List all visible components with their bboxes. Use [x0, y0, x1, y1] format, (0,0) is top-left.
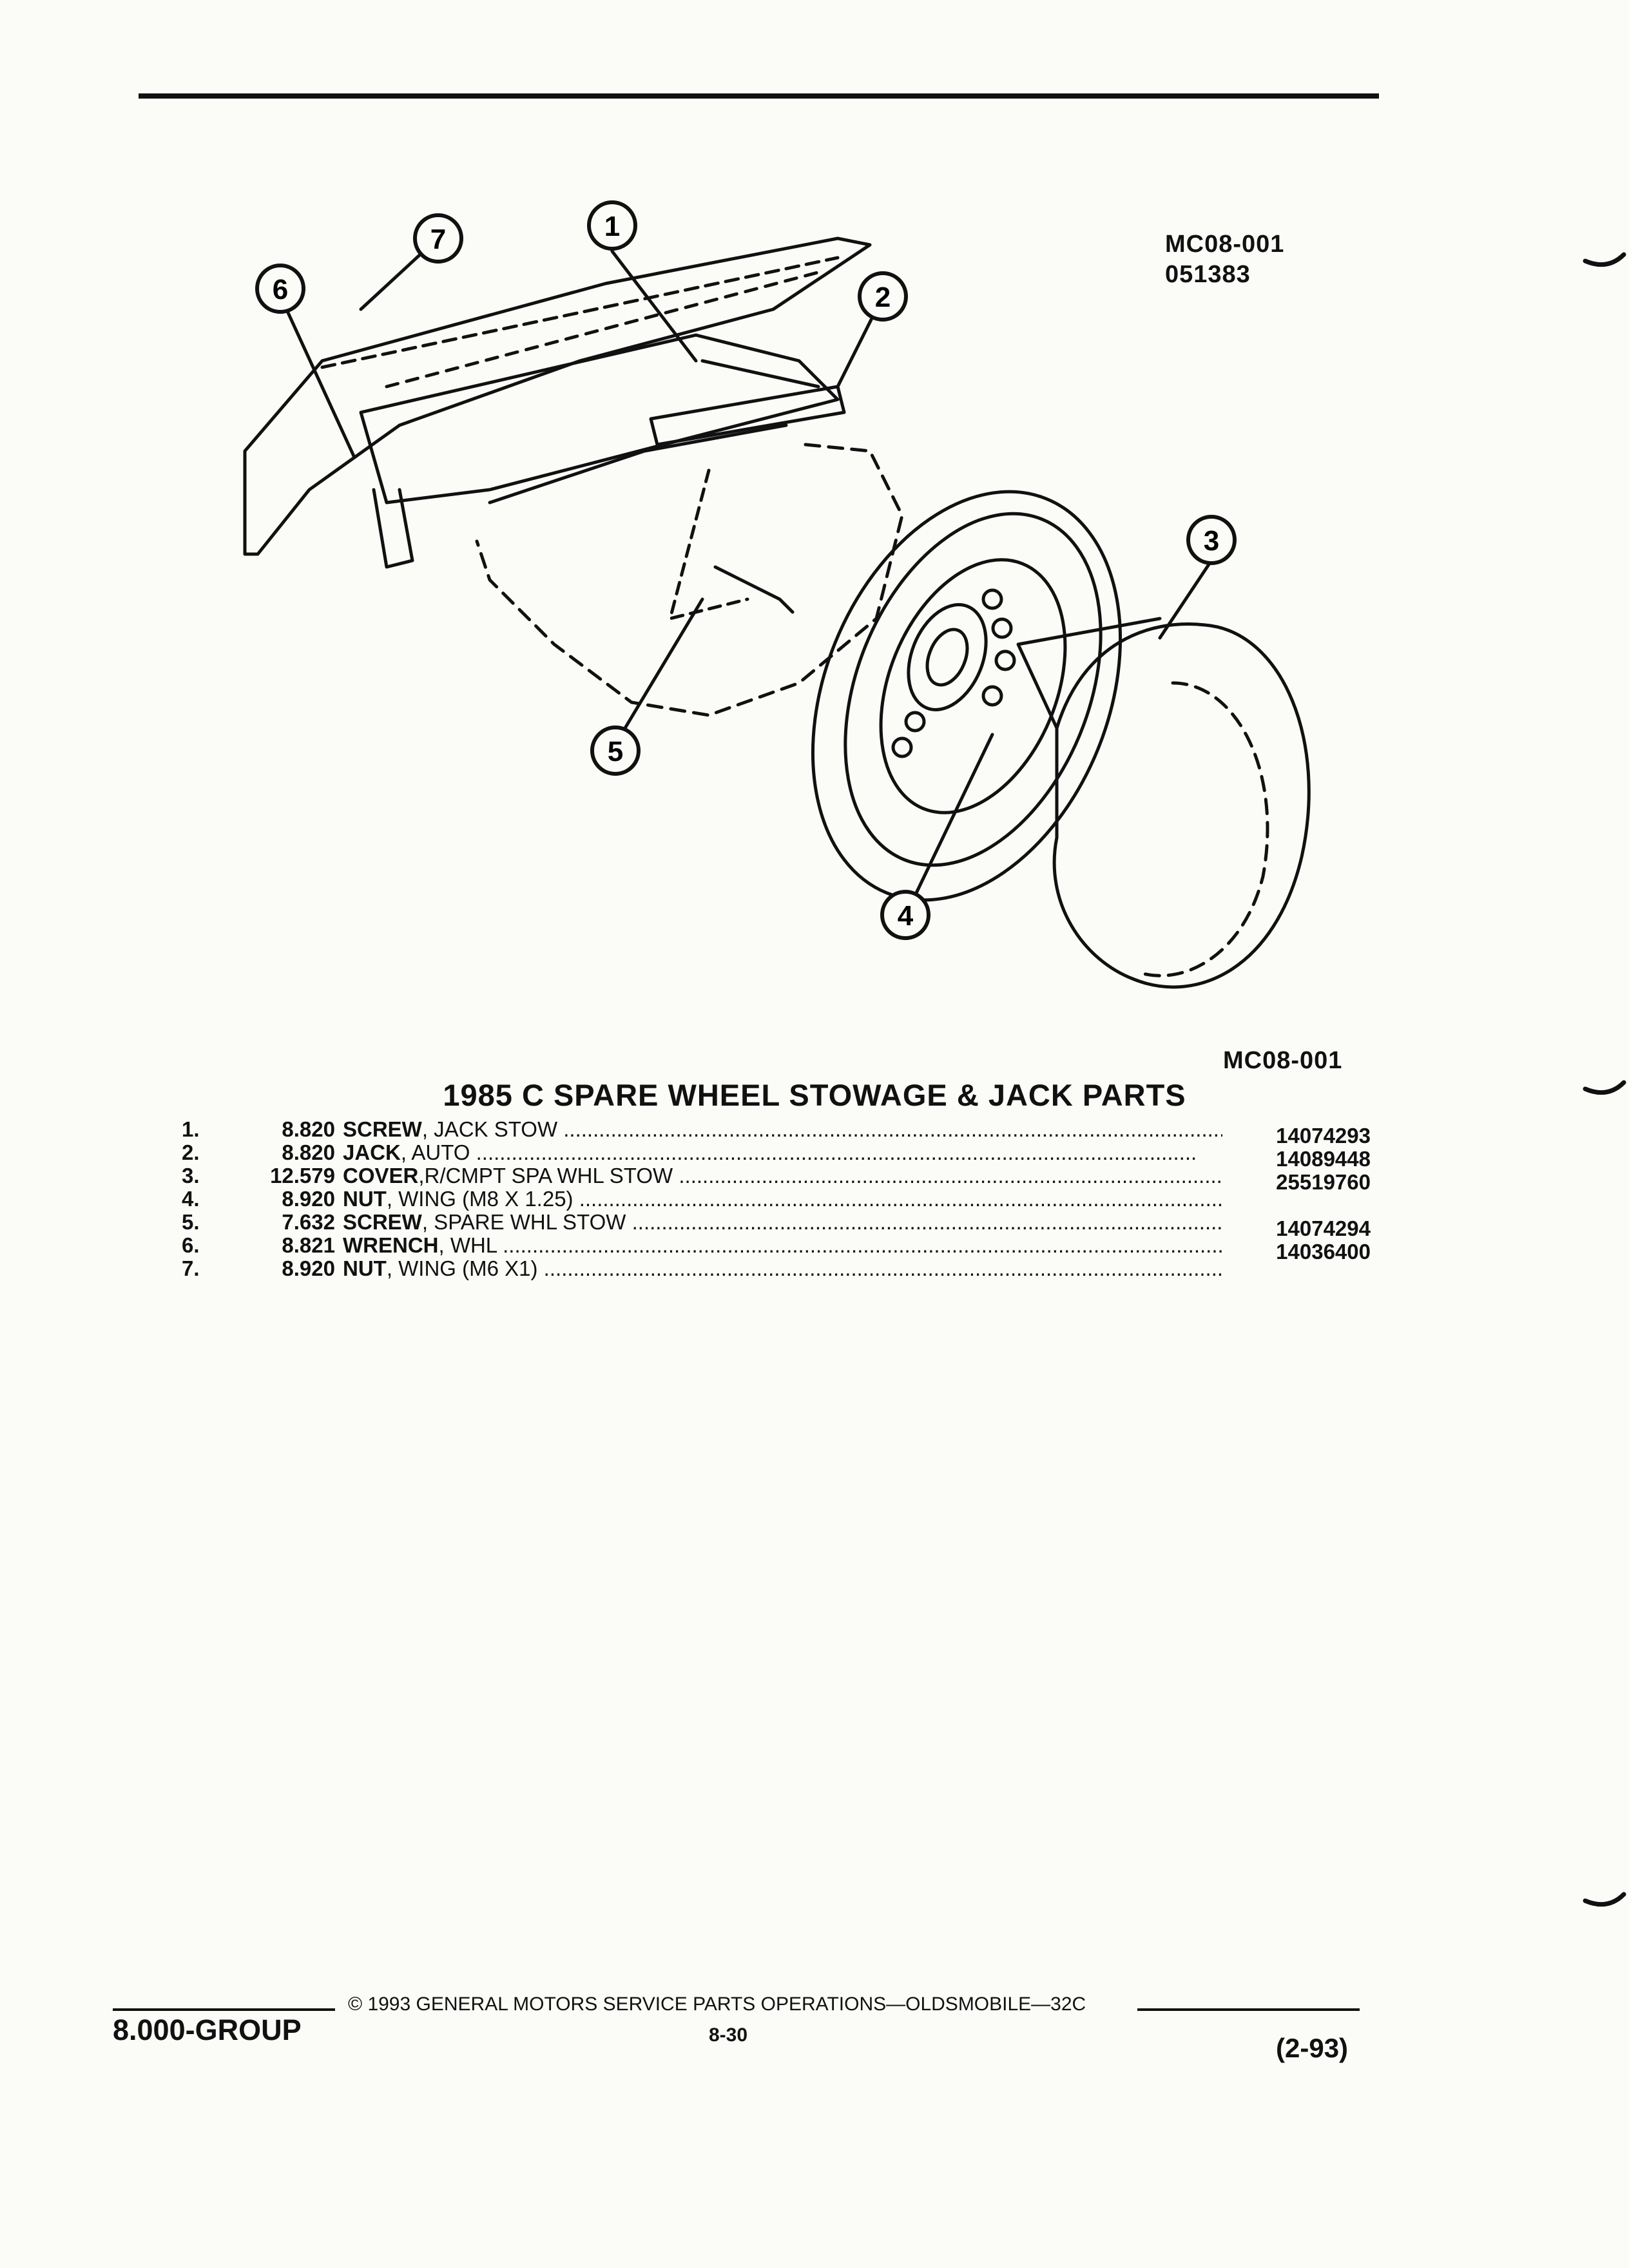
- item-code: 8.820: [282, 1140, 335, 1164]
- svg-text:4: 4: [898, 900, 914, 932]
- item-number: 7.: [182, 1256, 200, 1280]
- item-description: SCREW, SPARE WHL STOW ..................…: [343, 1211, 1222, 1234]
- list-item: 3. 12.579 COVER,R/CMPT SPA WHL STOW ....…: [182, 1164, 1371, 1194]
- item-number: 5.: [182, 1210, 200, 1234]
- list-item: 4. 8.920 NUT, WING (M8 X 1.25) .........…: [182, 1187, 1371, 1211]
- item-code: 8.920: [282, 1187, 335, 1211]
- spare-wheel-illustration: 1 2 3 4 5 6 7: [243, 200, 1311, 989]
- top-rule: [139, 93, 1379, 99]
- item-part-number: 14074293: [1276, 1124, 1371, 1148]
- callout-3: 3: [1186, 515, 1237, 565]
- item-number: 3.: [182, 1164, 200, 1187]
- item-description: WRENCH, WHL ............................…: [343, 1234, 1222, 1257]
- svg-text:6: 6: [273, 274, 288, 305]
- item-number: 1.: [182, 1117, 200, 1141]
- footer-copyright: © 1993 GENERAL MOTORS SERVICE PARTS OPER…: [348, 1994, 1086, 2015]
- callout-1: 1: [587, 200, 637, 251]
- page-number: 8-30: [709, 2024, 748, 2046]
- item-code: 8.920: [282, 1256, 335, 1280]
- list-item: 1. 8.820 SCREW, JACK STOW ..............…: [182, 1117, 1371, 1148]
- footer-rule-right: [1137, 2008, 1360, 2011]
- list-item: 7. 8.920 NUT, WING (M6 X1) .............…: [182, 1257, 1371, 1280]
- footer-group-label: 8.000-GROUP: [113, 2013, 302, 2046]
- list-item: 2. 8.820 JACK, AUTO ....................…: [182, 1140, 1371, 1171]
- revision-date: (2-93): [1276, 2033, 1349, 2063]
- figure-ref-date: 051383: [1165, 261, 1251, 288]
- svg-text:3: 3: [1204, 525, 1219, 557]
- item-description: NUT, WING (M8 X 1.25) ..................…: [343, 1187, 1222, 1211]
- binder-marks: [1583, 252, 1626, 1907]
- item-code: 7.632: [282, 1210, 335, 1234]
- callout-4: 4: [880, 890, 930, 940]
- callout-6: 6: [255, 264, 305, 314]
- item-number: 6.: [182, 1233, 200, 1257]
- item-code: 12.579: [270, 1164, 335, 1187]
- svg-text:2: 2: [875, 282, 891, 313]
- item-part-number: 14074294: [1276, 1216, 1371, 1240]
- item-part-number: 14036400: [1276, 1240, 1371, 1264]
- item-part-number: 25519760: [1276, 1170, 1371, 1194]
- item-description: JACK, AUTO .............................…: [343, 1141, 1197, 1164]
- item-description: COVER,R/CMPT SPA WHL STOW ..............…: [343, 1164, 1222, 1187]
- item-number: 2.: [182, 1140, 200, 1164]
- list-item: 6. 8.821 WRENCH, WHL ...................…: [182, 1233, 1371, 1264]
- list-item: 5. 7.632 SCREW, SPARE WHL STOW .........…: [182, 1210, 1371, 1240]
- item-description: NUT, WING (M6 X1) ......................…: [343, 1257, 1222, 1280]
- item-number: 4.: [182, 1187, 200, 1211]
- figure-ref-code-bottom: MC08-001: [1223, 1047, 1343, 1074]
- figure-ref-code: MC08-001: [1165, 231, 1285, 258]
- svg-text:1: 1: [604, 211, 620, 242]
- svg-text:5: 5: [608, 736, 623, 767]
- footer-rule-left: [113, 2008, 335, 2011]
- callout-2: 2: [858, 271, 908, 322]
- item-description: SCREW, JACK STOW .......................…: [343, 1118, 1222, 1141]
- svg-text:7: 7: [430, 224, 446, 255]
- callout-7: 7: [413, 213, 463, 264]
- item-part-number: 14089448: [1276, 1147, 1371, 1171]
- item-code: 8.821: [282, 1233, 335, 1257]
- section-title: 1985 C SPARE WHEEL STOWAGE & JACK PARTS: [443, 1078, 1186, 1112]
- callout-5: 5: [590, 726, 641, 776]
- item-code: 8.820: [282, 1117, 335, 1141]
